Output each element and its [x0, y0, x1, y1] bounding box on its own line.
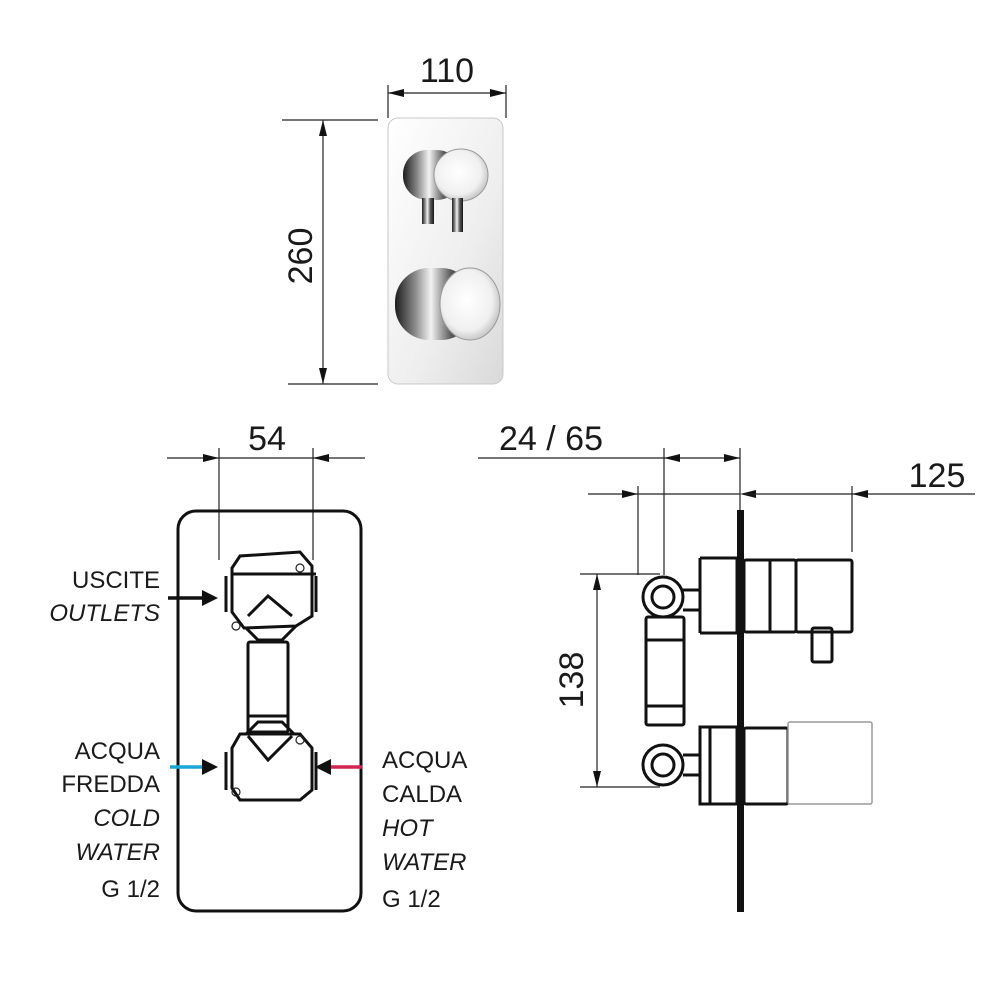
upper-body: [224, 550, 318, 642]
dimension-front-height: 260: [282, 119, 378, 385]
hot-italian-2: CALDA: [382, 781, 462, 808]
hot-water-arrow: [315, 759, 362, 775]
front-width-label: 110: [420, 52, 474, 90]
cold-english-2: WATER: [76, 839, 160, 866]
hot-italian-1: ACQUA: [382, 747, 467, 774]
lower-body: [224, 720, 318, 802]
projection-label: 125: [909, 457, 966, 495]
outlets-label: USCITE OUTLETS: [49, 567, 160, 627]
diverter-knob: [403, 148, 489, 232]
depth-label: 24 / 65: [499, 420, 603, 458]
dimension-inlet-spacing: 54: [167, 420, 365, 560]
cold-italian-2: FREDDA: [61, 771, 160, 798]
side-plate: [737, 510, 744, 912]
cold-italian-1: ACQUA: [75, 738, 160, 765]
cold-water-label: ACQUA FREDDA COLD WATER G 1/2: [61, 738, 160, 903]
inlet-spacing-label: 54: [248, 420, 286, 458]
front-schematic: 54: [49, 420, 467, 913]
cold-water-arrow: [170, 759, 218, 775]
side-height-label: 138: [553, 652, 591, 709]
thermostat-knob-side: [742, 721, 873, 806]
schematic-plate: [176, 509, 363, 913]
dimension-depth: 24 / 65: [478, 420, 756, 575]
dimension-front-width: 110: [387, 52, 507, 118]
side-schematic: 24 / 65 125 138: [478, 420, 975, 912]
front-view: 110 260: [282, 52, 507, 385]
hot-english-2: WATER: [382, 849, 466, 876]
cold-english-1: COLD: [93, 805, 160, 832]
outlets-italian: USCITE: [72, 567, 160, 594]
dimension-side-height: 138: [553, 573, 660, 788]
hot-thread: G 1/2: [382, 886, 441, 913]
diverter-knob-side: [742, 558, 854, 664]
hot-english-1: HOT: [382, 815, 435, 842]
connecting-pipe: [246, 640, 290, 734]
outlets-english: OUTLETS: [49, 600, 160, 627]
hot-water-label: ACQUA CALDA HOT WATER G 1/2: [382, 747, 467, 913]
side-body: [641, 556, 739, 806]
front-height-label: 260: [282, 228, 320, 285]
outlet-arrow: [168, 590, 218, 606]
dimension-projection: 125: [744, 457, 975, 552]
thermostat-knob: [395, 267, 501, 341]
cold-thread: G 1/2: [101, 876, 160, 903]
